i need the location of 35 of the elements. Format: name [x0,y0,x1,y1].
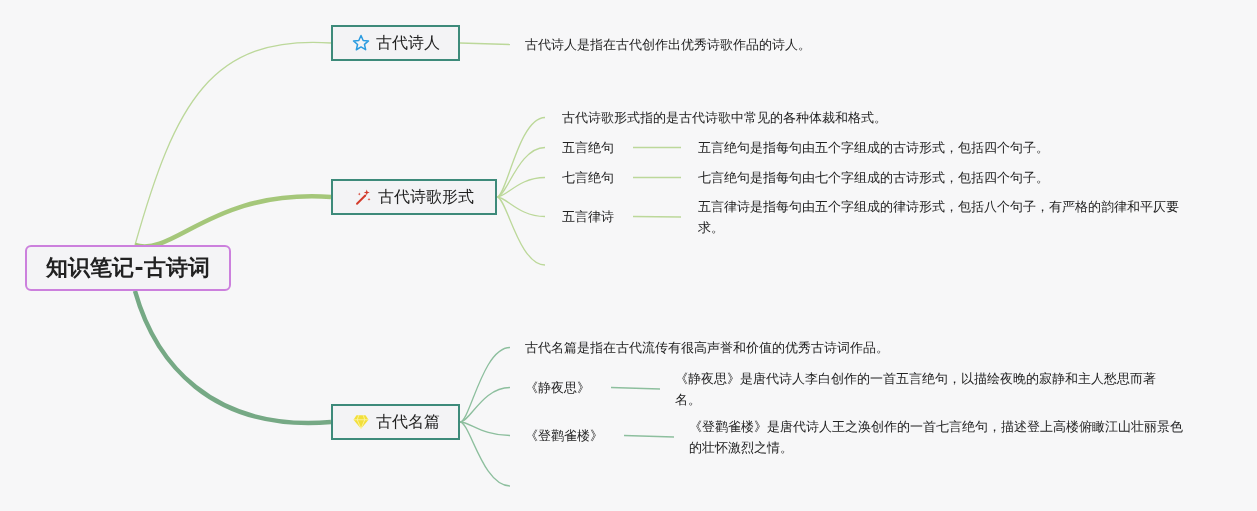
topic-box [331,404,460,440]
note-text: 七言绝句 [562,169,615,187]
note-text: 古代诗歌形式指的是古代诗歌中常见的各种体裁和格式。 [562,109,888,127]
note-text: 《静夜思》 [525,379,591,397]
connector-line [632,146,682,149]
note-text: 五言绝句是指每句由五个字组成的古诗形式，包括四个句子。 [698,139,1050,157]
connector-line [496,196,546,218]
connector-line [459,421,511,487]
topic-box [331,179,497,215]
connector-line [496,196,546,266]
branch-line [134,41,332,246]
note-text: 《登鹳雀楼》是唐代诗人王之涣创作的一首七言绝句，描述登上高楼俯瞰江山壮丽景色的壮怀激烈之情。 [689,418,1184,457]
connector-line [496,176,546,198]
connector-line [459,42,511,46]
branch-line [132,290,332,426]
note-text: 七言绝句是指每句由七个字组成的古诗形式，包括四个句子。 [698,169,1050,187]
note-text: 《静夜思》是唐代诗人李白创作的一首五言绝句，以描绘夜晚的寂静和主人愁思而著名。 [675,370,1157,409]
connector-line [632,215,682,218]
note-text: 五言律诗 [562,208,615,226]
connector-line [632,176,682,179]
connector-line [459,386,511,423]
note-text: 《登鹳雀楼》 [525,427,604,445]
topic-label: 知识笔记-古诗词 [46,254,210,282]
note-text: 古代名篇是指在古代流传有很高声誉和价值的优秀古诗词作品。 [525,339,890,357]
note-text: 五言绝句 [562,139,615,157]
root-topic-box [25,245,231,291]
note-text: 五言律诗是指每句由五个字组成的律诗形式，包括八个句子，有严格的韵律和平仄要求。 [698,198,1180,237]
topic-label: 古代诗人 [375,32,440,54]
note-text: 古代诗人是指在古代创作出优秀诗歌作品的诗人。 [525,36,812,54]
connector-line [623,434,675,438]
connector-line [610,386,661,390]
topic-label: 古代名篇 [375,411,440,433]
connector-line [496,116,546,198]
topic-label: 古代诗歌形式 [378,186,474,208]
topic-box [331,25,460,61]
